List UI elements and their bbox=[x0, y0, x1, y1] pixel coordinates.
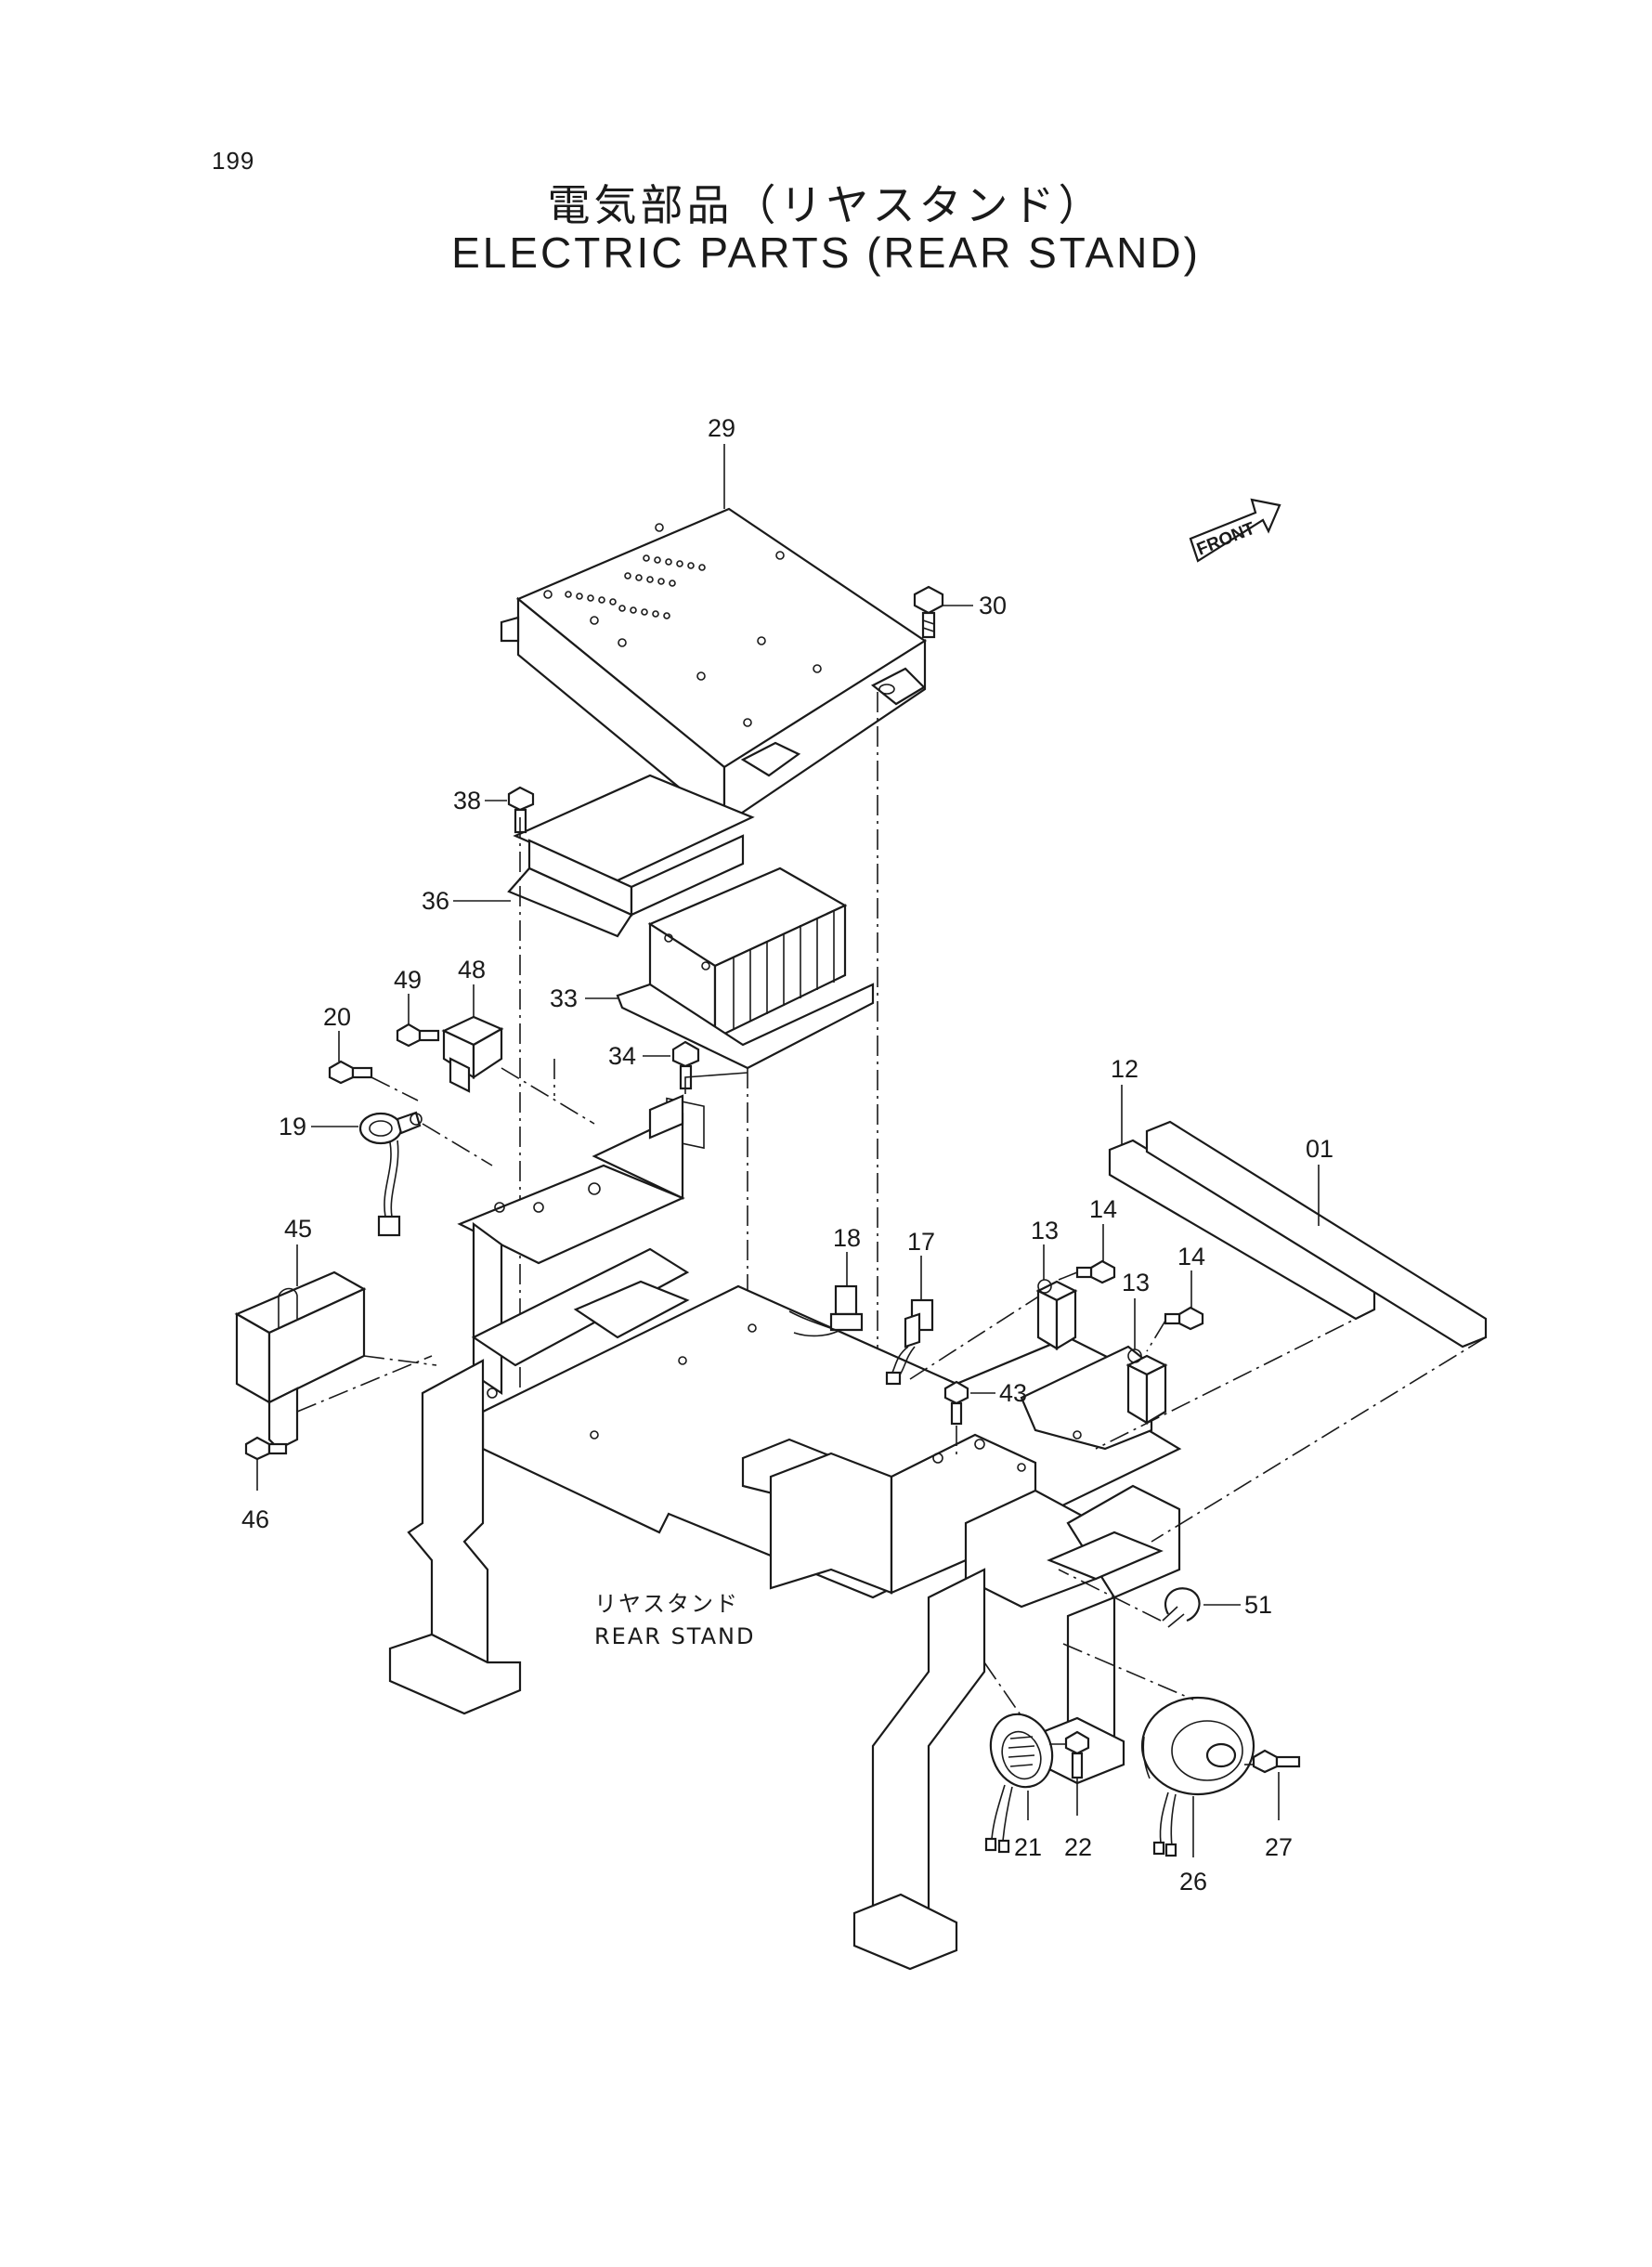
bolt-part-43[interactable] bbox=[943, 1380, 969, 1426]
callout-01: 01 bbox=[1306, 1135, 1333, 1163]
callout-38: 38 bbox=[453, 787, 481, 814]
callout-34: 34 bbox=[608, 1042, 636, 1070]
callout-14a: 14 bbox=[1089, 1195, 1117, 1223]
page-number: 199 bbox=[212, 147, 255, 175]
relay-part-48[interactable] bbox=[441, 1015, 504, 1093]
callout-46: 46 bbox=[241, 1505, 269, 1533]
page-title-english: ELECTRIC PARTS (REAR STAND) bbox=[451, 228, 1201, 277]
callout-45: 45 bbox=[284, 1215, 312, 1243]
rear-stand-label-japanese: リヤスタンド bbox=[594, 1591, 739, 1617]
rear-stand-legs bbox=[388, 1359, 1125, 1971]
callout-13a: 13 bbox=[1031, 1217, 1059, 1244]
clamp-part-51[interactable] bbox=[1162, 1587, 1201, 1628]
callout-17: 17 bbox=[907, 1228, 935, 1256]
callout-14b: 14 bbox=[1177, 1243, 1205, 1270]
controller-box-part-29[interactable] bbox=[500, 507, 928, 827]
bolt-part-38[interactable] bbox=[507, 786, 535, 834]
power-module-part-33[interactable] bbox=[616, 866, 875, 1150]
bolt-part-14-upper[interactable] bbox=[1075, 1259, 1116, 1284]
callout-26: 26 bbox=[1179, 1868, 1207, 1896]
bolt-part-14-lower[interactable] bbox=[1164, 1306, 1204, 1331]
bolt-part-22[interactable] bbox=[1064, 1730, 1090, 1779]
callout-48: 48 bbox=[458, 956, 486, 984]
cover-part-36[interactable] bbox=[507, 774, 755, 938]
callout-21: 21 bbox=[1014, 1833, 1042, 1861]
bolt-part-49[interactable] bbox=[396, 1023, 440, 1048]
callout-43: 43 bbox=[999, 1379, 1027, 1407]
horn-part-26[interactable] bbox=[1140, 1696, 1255, 1857]
rear-stand-label-english: REAR STAND bbox=[594, 1623, 755, 1649]
callout-12: 12 bbox=[1111, 1055, 1138, 1083]
callout-33: 33 bbox=[550, 984, 578, 1012]
callout-19: 19 bbox=[279, 1113, 306, 1140]
callout-18: 18 bbox=[833, 1224, 861, 1252]
callout-20: 20 bbox=[323, 1003, 351, 1031]
page-title-japanese: 電気部品（リヤスタンド） bbox=[547, 180, 1105, 230]
bracket-box-part-45[interactable] bbox=[234, 1270, 367, 1451]
bolt-part-46[interactable] bbox=[244, 1436, 288, 1461]
callout-36: 36 bbox=[422, 887, 449, 915]
relay-part-13-upper[interactable] bbox=[1035, 1279, 1078, 1350]
callout-27: 27 bbox=[1265, 1833, 1293, 1861]
front-arrow-icon: FRONT bbox=[1189, 498, 1281, 563]
switch-part-17[interactable] bbox=[885, 1298, 934, 1386]
bolt-part-30[interactable] bbox=[913, 585, 944, 639]
callout-22: 22 bbox=[1064, 1833, 1092, 1861]
callout-49: 49 bbox=[394, 966, 422, 994]
callout-30: 30 bbox=[979, 592, 1007, 619]
relay-part-13-lower[interactable] bbox=[1125, 1348, 1168, 1425]
bolt-part-27[interactable] bbox=[1252, 1749, 1301, 1774]
sensor-part-19[interactable] bbox=[358, 1111, 423, 1237]
rear-stand-frame bbox=[457, 1094, 1182, 1609]
callout-29: 29 bbox=[708, 414, 735, 442]
callout-51: 51 bbox=[1244, 1591, 1272, 1619]
bolt-part-20[interactable] bbox=[328, 1060, 373, 1085]
horn-part-21[interactable] bbox=[981, 1705, 1062, 1854]
switch-part-18[interactable] bbox=[788, 1284, 864, 1337]
callout-13b: 13 bbox=[1122, 1269, 1150, 1296]
